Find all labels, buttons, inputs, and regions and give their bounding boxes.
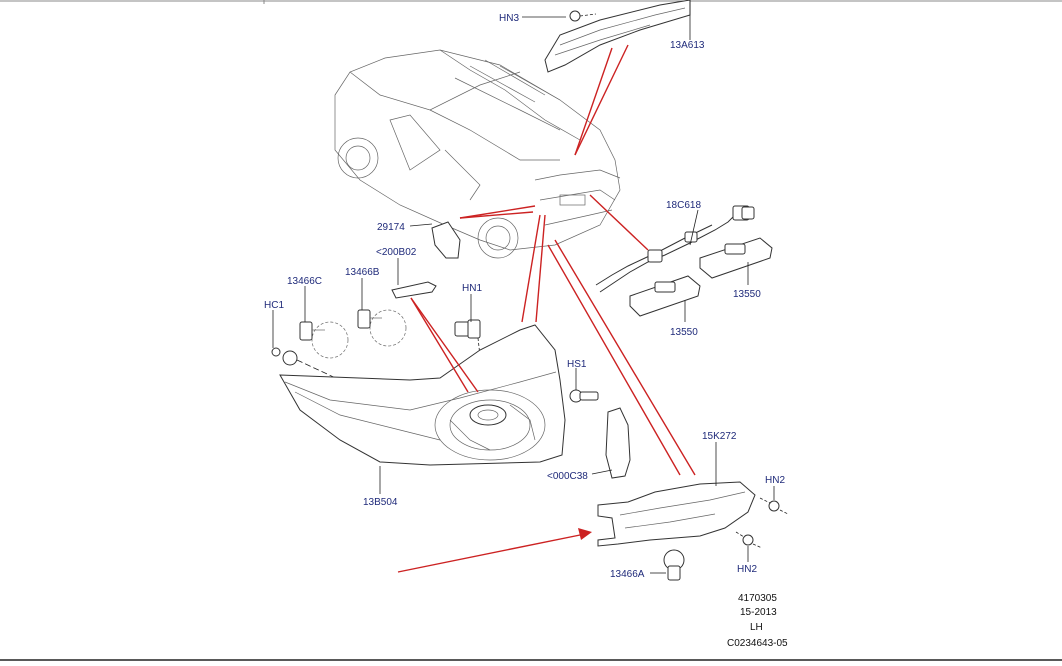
arrowhead (578, 528, 592, 540)
label-hs1: HS1 (567, 359, 587, 370)
wiring-harness-18c618 (595, 205, 755, 293)
bulb-13466c (299, 321, 349, 359)
hn3-nut (569, 10, 597, 22)
clip-hc1 (271, 347, 341, 381)
info-code: 4170305 (738, 593, 777, 604)
bulb-13466a (663, 549, 685, 581)
red-pointer-lines (397, 44, 696, 573)
label-200b02: <200B02 (376, 247, 417, 258)
label-hc1: HC1 (264, 300, 284, 311)
label-hn2-upper: HN2 (765, 475, 785, 486)
nut-hn2-lower (735, 531, 763, 549)
info-date: 15-2013 (740, 607, 777, 618)
label-hn1: HN1 (462, 283, 482, 294)
reflector-29174 (431, 221, 461, 259)
label-000c38: <000C38 (547, 471, 588, 482)
bulb-13466b (357, 309, 407, 347)
info-ref: C0234643-05 (727, 638, 788, 649)
drawing-info: 4170305 15-2013 LH C0234643-05 (727, 593, 788, 649)
label-15k272: 15K272 (702, 431, 737, 442)
licence-lamp-13550-lower (629, 275, 701, 322)
label-13550-lower: 13550 (670, 327, 698, 338)
high-mount-lamp-13a613 (544, 0, 691, 73)
licence-lamp-13550-right (699, 237, 773, 285)
label-18c618: 18C618 (666, 200, 701, 211)
label-13b504: 13B504 (363, 497, 398, 508)
label-13466a: 13466A (610, 569, 645, 580)
reflector-000c38 (605, 407, 631, 479)
screw-hs1 (569, 389, 599, 403)
nut-hn2-upper (759, 497, 789, 515)
part-labels: HN3 13A613 29174 <200B02 18C618 13466C 1… (264, 13, 785, 580)
vehicle-outline (334, 49, 621, 259)
reflector-strip-200b02 (391, 281, 437, 299)
label-13550-right: 13550 (733, 289, 761, 300)
label-13466b: 13466B (345, 267, 380, 278)
label-13466c: 13466C (287, 276, 322, 287)
fog-lamp-15k272 (597, 481, 756, 547)
label-29174: 29174 (377, 222, 405, 233)
nut-hn1 (454, 319, 481, 357)
leader-lines (272, 0, 775, 574)
label-hn3: HN3 (499, 13, 519, 24)
tail-lamp-13b504 (279, 324, 566, 466)
label-13a613: 13A613 (670, 40, 705, 51)
info-side: LH (750, 622, 763, 633)
label-hn2-lower: HN2 (737, 564, 757, 575)
